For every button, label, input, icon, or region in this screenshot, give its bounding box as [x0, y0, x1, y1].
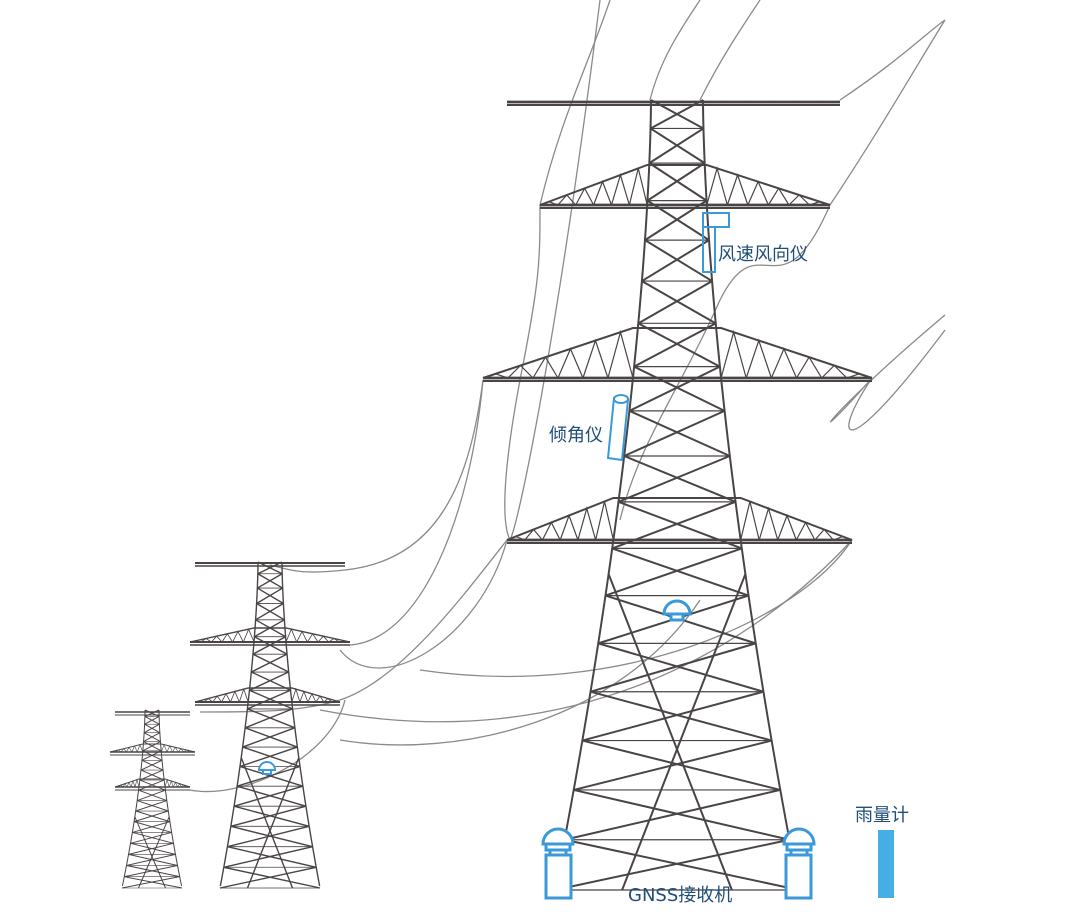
gnss-label: GNSS接收机 [628, 885, 733, 906]
power-line [829, 19, 946, 206]
power-line [539, 0, 611, 206]
power-line [339, 599, 701, 746]
power-line [504, 0, 601, 542]
power-line [189, 699, 346, 793]
power-line [339, 539, 508, 669]
power-line [319, 539, 853, 723]
gnss-dome-icon [662, 599, 692, 622]
power-line [848, 329, 946, 431]
middle-tower [189, 561, 351, 889]
gnss-dome-icon [257, 761, 277, 775]
power-line [839, 19, 946, 101]
power-line [349, 379, 484, 646]
inclinometer-label: 倾角仪 [549, 425, 603, 446]
rain-gauge-label: 雨量计 [855, 805, 909, 826]
main-tower [482, 99, 873, 891]
power-line [619, 204, 831, 521]
power-line [829, 314, 946, 423]
anemometer-label: 风速风向仪 [718, 244, 808, 265]
rain-gauge-icon [878, 830, 894, 898]
power-line [269, 379, 484, 573]
gnss-receiver-icon [782, 827, 816, 900]
power-line [199, 539, 508, 713]
power-line [649, 0, 701, 101]
anemometer-icon [702, 212, 730, 273]
far-tower [109, 709, 196, 889]
power-line [699, 0, 761, 101]
power-line [419, 539, 853, 678]
gnss-receiver-icon [541, 827, 575, 900]
inclinometer-icon [606, 394, 630, 462]
